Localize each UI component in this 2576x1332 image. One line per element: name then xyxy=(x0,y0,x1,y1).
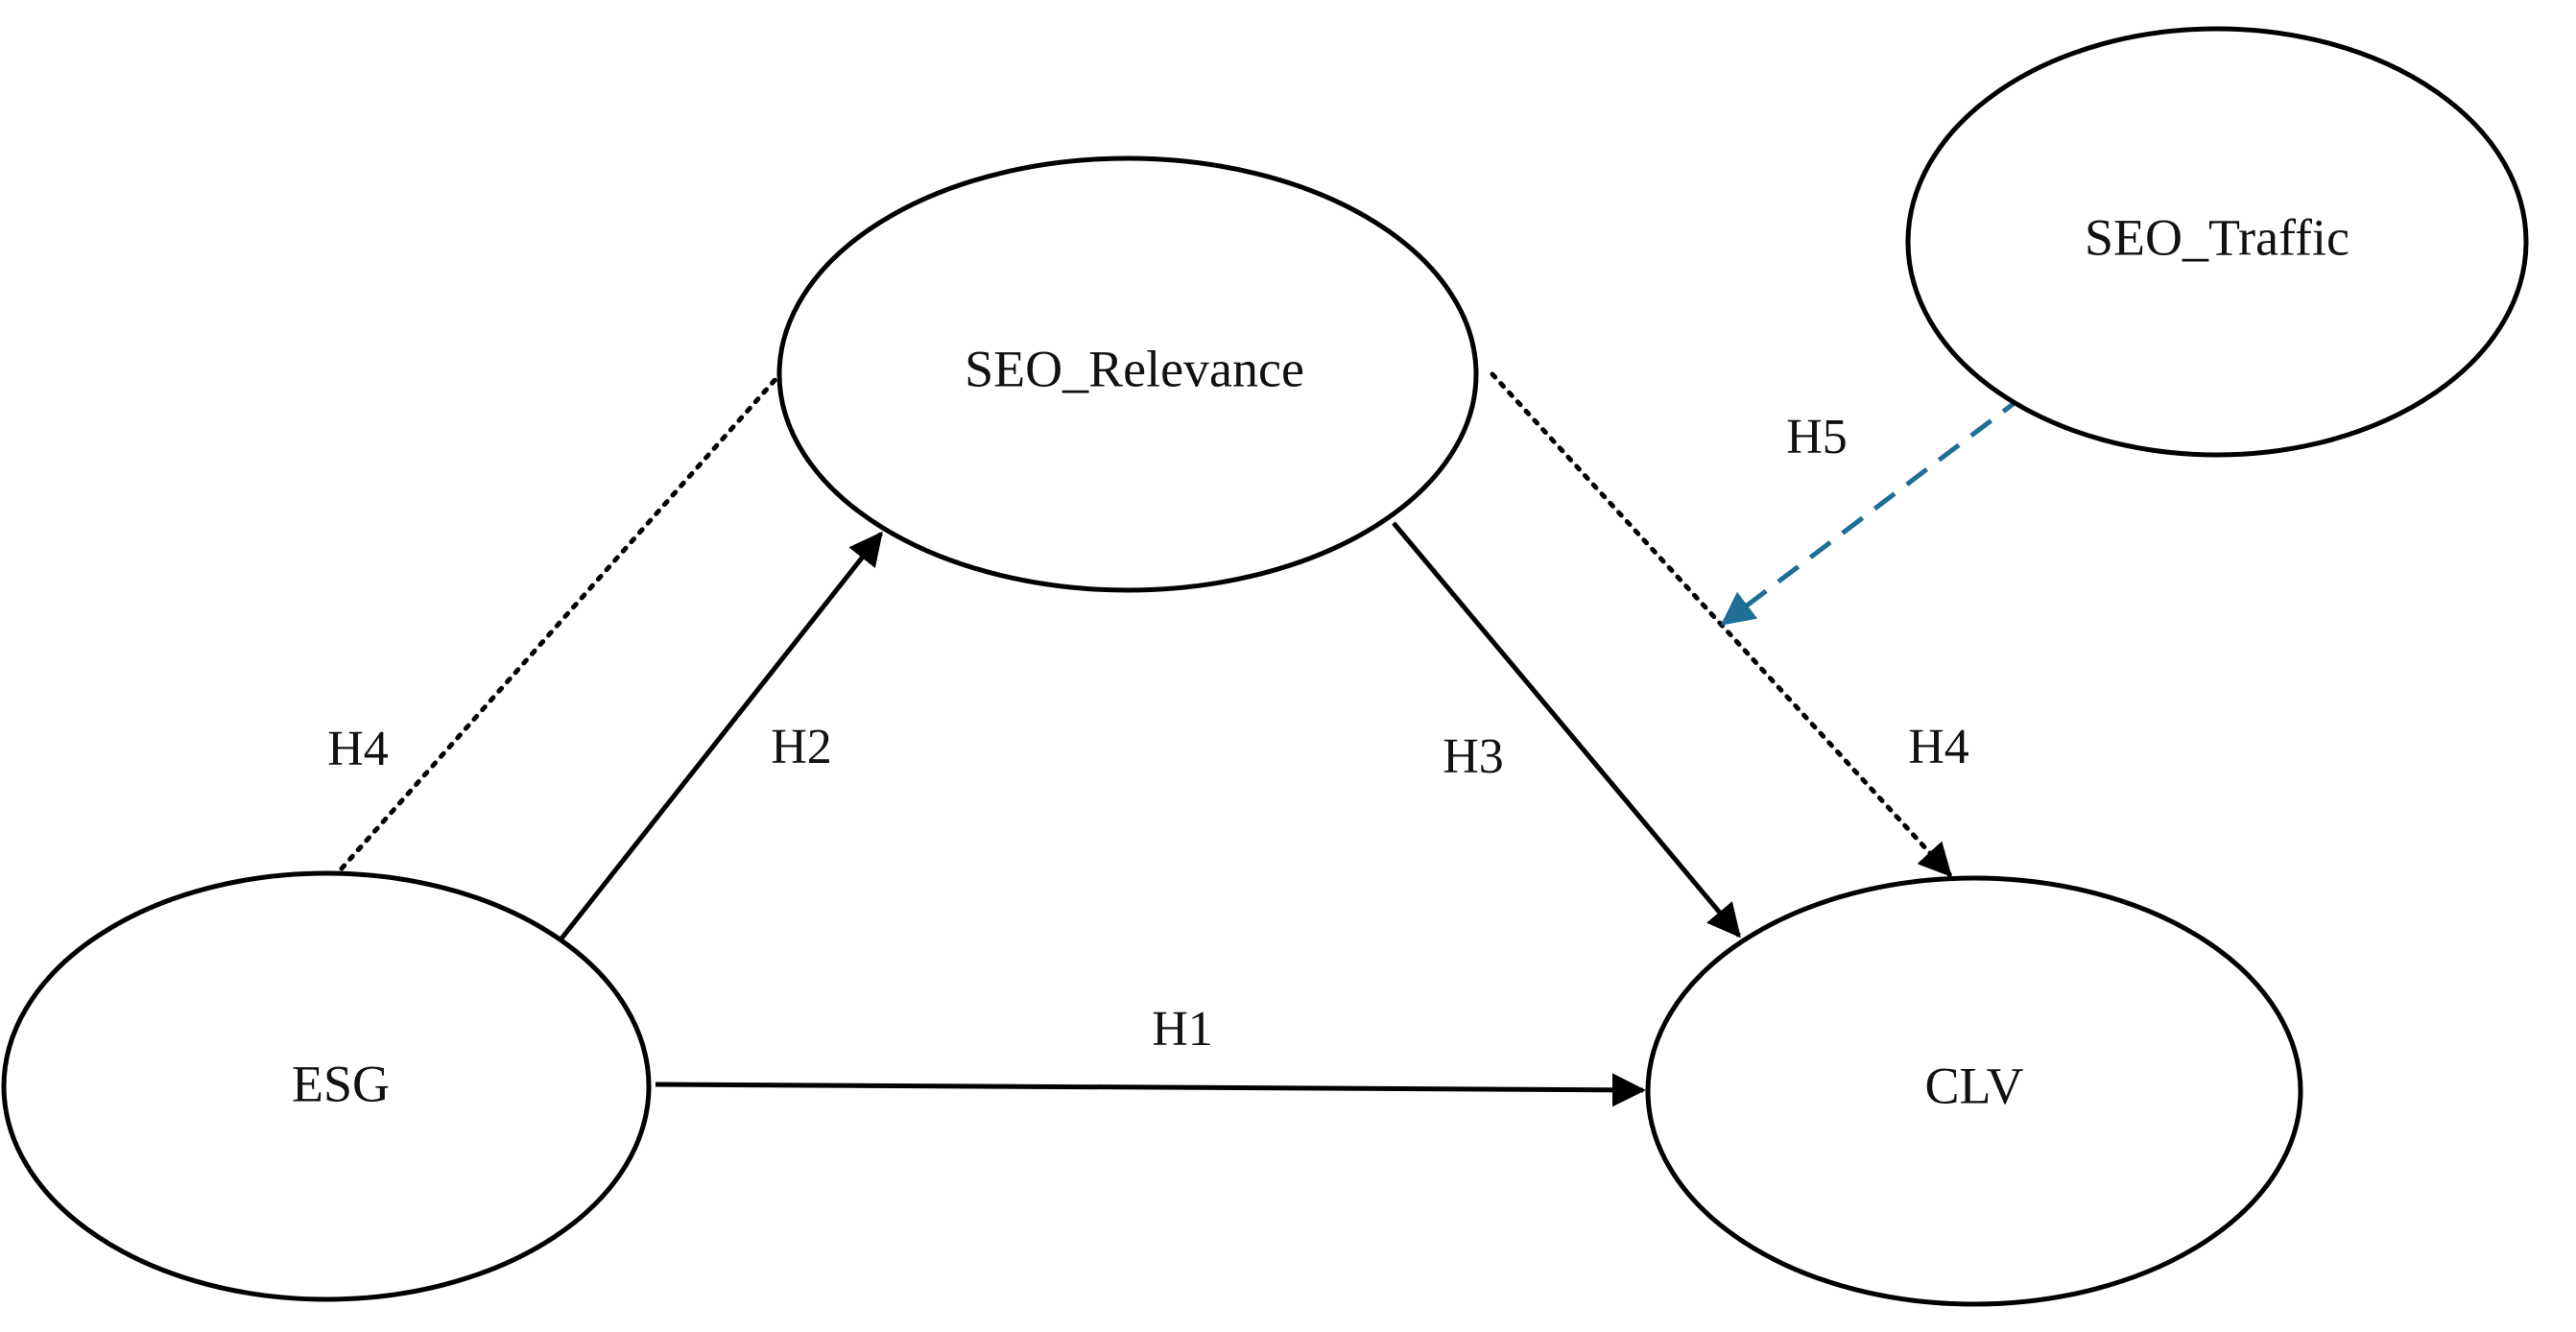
edge-h4-right-label: H4 xyxy=(1908,720,1969,774)
node-esg: ESG xyxy=(1,870,652,1302)
edge-h3-label: H3 xyxy=(1443,729,1504,784)
edge-h3-arrow xyxy=(1392,521,1741,939)
node-clv: CLV xyxy=(1645,875,2303,1307)
node-clv-label: CLV xyxy=(1924,1057,2023,1114)
node-seo-relevance-label: SEO_Relevance xyxy=(965,340,1304,397)
edge-h4-left-dotted xyxy=(339,374,780,871)
node-seo-relevance-ellipse xyxy=(776,155,1479,593)
edge-h1-label: H1 xyxy=(1152,1002,1213,1057)
node-seo-traffic-ellipse xyxy=(1905,26,2529,458)
edge-h5-dashed-arrow xyxy=(1720,394,2025,626)
edge-h2-label: H2 xyxy=(771,720,832,774)
node-esg-ellipse xyxy=(1,870,652,1302)
edge-h2-arrow xyxy=(560,531,883,940)
node-esg-label: ESG xyxy=(292,1055,390,1112)
node-seo-traffic: SEO_Traffic xyxy=(1905,26,2529,458)
node-seo-relevance: SEO_Relevance xyxy=(776,155,1479,593)
edge-h4-right-dotted xyxy=(1490,371,1953,878)
edge-h4-left-label: H4 xyxy=(327,722,389,776)
edge-h1-arrow xyxy=(655,1073,1646,1107)
node-clv-ellipse xyxy=(1645,875,2303,1307)
edge-h5-label: H5 xyxy=(1786,410,1848,464)
node-seo-traffic-label: SEO_Traffic xyxy=(2085,208,2349,266)
